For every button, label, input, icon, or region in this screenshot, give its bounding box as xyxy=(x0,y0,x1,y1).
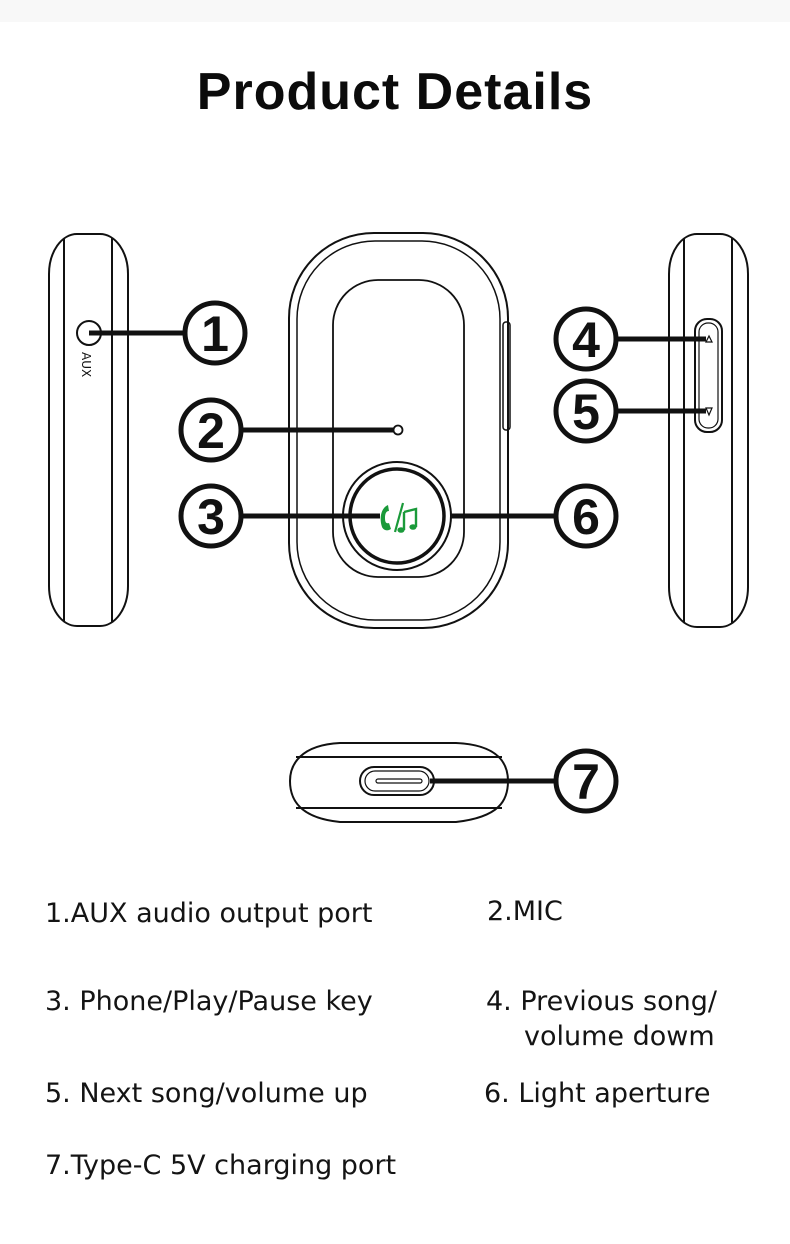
mic-hole xyxy=(392,424,404,436)
callout-7: 7 xyxy=(553,748,619,814)
legend-item-3: 3. Phone/Play/Pause key xyxy=(45,986,373,1017)
legend-item-1: 1.AUX audio output port xyxy=(45,898,373,929)
phone-music-icon xyxy=(380,502,418,533)
svg-text:4: 4 xyxy=(572,312,600,368)
callout-3: 3 xyxy=(178,483,244,549)
usb-c-port xyxy=(359,766,435,796)
left-side-view xyxy=(48,233,129,627)
top-band xyxy=(0,0,790,22)
callout-6: 6 xyxy=(553,483,619,549)
bottom-view xyxy=(288,742,510,823)
right-side-view xyxy=(668,233,749,628)
page-title: Product Details xyxy=(196,63,594,121)
svg-text:5: 5 xyxy=(572,384,600,440)
callout-5: 5 xyxy=(553,378,619,444)
volume-down-arrow-icon xyxy=(705,407,713,417)
legend-item-4-line1: 4. Previous song/ xyxy=(486,986,717,1017)
svg-text:1: 1 xyxy=(201,306,229,362)
legend-item-6: 6. Light aperture xyxy=(484,1078,711,1109)
legend-item-7: 7.Type-C 5V charging port xyxy=(45,1150,397,1181)
svg-text:3: 3 xyxy=(197,489,225,545)
svg-text:7: 7 xyxy=(572,754,600,810)
product-diagram: AUX xyxy=(48,232,749,823)
legend-item-4-line2: volume dowm xyxy=(524,1021,715,1052)
svg-text:6: 6 xyxy=(572,489,600,545)
legend-item-2: 2.MIC xyxy=(487,896,563,927)
volume-up-arrow-icon xyxy=(705,334,713,343)
volume-rocker xyxy=(694,318,723,433)
legend-item-5: 5. Next song/volume up xyxy=(45,1078,368,1109)
svg-text:2: 2 xyxy=(197,403,225,459)
leader-lines xyxy=(89,330,706,784)
legend-item-4: 4. Previous song/ volume dowm xyxy=(486,984,717,1054)
callout-1: 1 xyxy=(182,300,248,366)
multi-function-button xyxy=(342,461,452,571)
callout-2: 2 xyxy=(178,397,244,463)
aux-label: AUX xyxy=(79,352,93,377)
callout-4: 4 xyxy=(553,306,619,372)
